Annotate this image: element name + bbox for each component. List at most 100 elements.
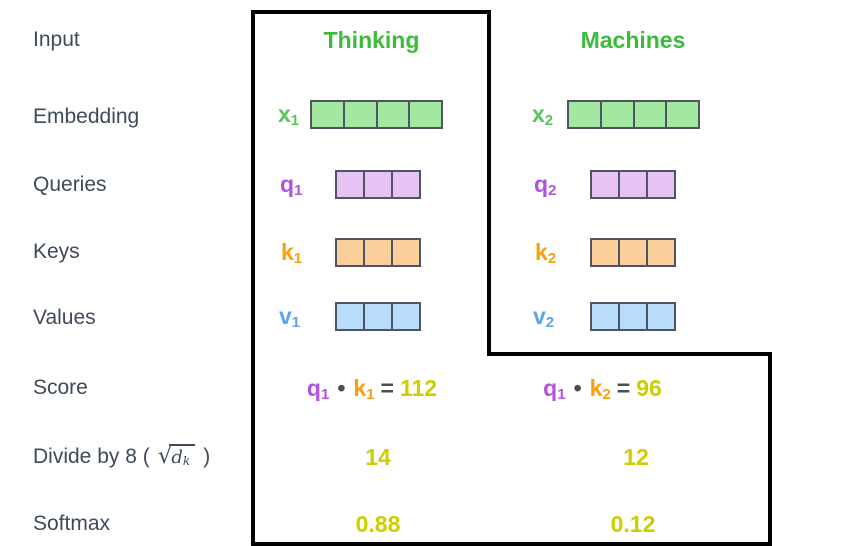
score1-q: q1	[306, 375, 330, 403]
score2-q-subscript: 1	[557, 386, 566, 403]
v2-base: v	[533, 303, 546, 329]
query-vector-q2	[590, 170, 676, 199]
sqrt-subscript-k: k	[182, 454, 191, 468]
score2-dot-operator: •	[573, 375, 582, 401]
score1-q-subscript: 1	[320, 386, 330, 403]
row-label-keys: Keys	[33, 240, 80, 263]
column-header-thinking: Thinking	[323, 27, 420, 53]
row-label-values: Values	[33, 306, 96, 329]
x1-subscript: 1	[290, 112, 300, 129]
k1-subscript: 1	[293, 250, 303, 267]
vector-label-x1: x1	[278, 100, 299, 132]
value-vector-v2	[590, 302, 676, 331]
score2-q: q1	[543, 375, 566, 403]
score1-k-subscript: 1	[366, 386, 375, 403]
q2-base: q	[534, 171, 549, 197]
vector-cell	[648, 304, 674, 329]
score1-equals-sign: =	[380, 375, 394, 401]
vector-cell	[648, 172, 674, 197]
score1-q-base: q	[306, 375, 321, 401]
score2-k-subscript: 2	[602, 386, 611, 403]
frame-right-lower-border	[768, 352, 772, 546]
vector-cell	[337, 240, 365, 265]
vector-cell	[377, 102, 411, 127]
row-label-softmax: Softmax	[33, 512, 111, 535]
score2-k: k2	[589, 375, 611, 403]
x2-base: x	[532, 101, 545, 127]
row-label-divide-by-8: Divide by 8 ( √dk)	[33, 443, 210, 470]
vector-label-q2: q2	[534, 170, 556, 202]
vector-cell	[337, 172, 365, 197]
key-vector-k2	[590, 238, 676, 267]
vector-cell	[620, 172, 648, 197]
v2-subscript: 2	[545, 314, 555, 331]
vector-cell	[667, 102, 698, 127]
vector-cell	[592, 240, 620, 265]
q1-subscript: 1	[294, 182, 303, 199]
row-label-input: Input	[33, 28, 80, 51]
vector-label-v2: v2	[533, 302, 554, 334]
vector-cell	[410, 102, 441, 127]
x1-base: x	[278, 101, 291, 127]
vector-label-v1: v1	[279, 302, 300, 334]
sqrt-radical-sign: √	[157, 443, 173, 469]
q2-subscript: 2	[548, 182, 557, 199]
key-vector-k1	[335, 238, 421, 267]
row-label-queries: Queries	[33, 173, 107, 196]
score1-k: k1	[353, 375, 375, 403]
x2-subscript: 2	[544, 112, 554, 129]
vector-label-x2: x2	[532, 100, 553, 132]
vector-cell	[648, 240, 674, 265]
vector-cell	[592, 304, 620, 329]
v1-base: v	[279, 303, 292, 329]
column-header-machines: Machines	[580, 27, 686, 53]
divide-label-prefix: Divide by 8 (	[33, 445, 150, 468]
k2-subscript: 2	[547, 250, 557, 267]
score-equation-thinking: q1•k1=112	[253, 374, 491, 406]
frame-bottom-border	[251, 542, 772, 546]
query-vector-q1	[335, 170, 421, 199]
score2-q-base: q	[543, 375, 558, 401]
softmax-value-machines: 0.12	[610, 511, 656, 537]
divide-label-suffix: )	[203, 445, 211, 468]
frame-step-border	[487, 352, 772, 356]
score1-k-base: k	[353, 375, 367, 401]
vector-label-k2: k2	[535, 238, 556, 270]
q1-base: q	[280, 171, 295, 197]
frame-top-border	[251, 10, 491, 14]
divide-value-machines: 12	[623, 444, 649, 470]
divide-value-thinking: 14	[365, 444, 391, 470]
score2-equals-sign: =	[616, 375, 631, 401]
k2-base: k	[535, 239, 548, 265]
vector-cell	[365, 172, 393, 197]
vector-cell	[312, 102, 345, 127]
row-label-score: Score	[33, 376, 88, 399]
embedding-vector-x1	[310, 100, 443, 129]
score1-dot-operator: •	[337, 375, 346, 401]
frame-left-border	[251, 10, 255, 546]
vector-cell	[620, 240, 648, 265]
vector-cell	[569, 102, 602, 127]
vector-label-q1: q1	[280, 170, 302, 202]
vector-cell	[592, 172, 620, 197]
vector-cell	[393, 304, 419, 329]
vector-cell	[634, 102, 668, 127]
sqrt-dk-expression: dk	[169, 444, 196, 470]
score2-value: 96	[636, 375, 662, 401]
vector-cell	[337, 304, 365, 329]
softmax-value-thinking: 0.88	[355, 511, 401, 537]
vector-cell	[601, 102, 635, 127]
value-vector-v1	[335, 302, 421, 331]
embedding-vector-x2	[567, 100, 700, 129]
score1-value: 112	[399, 375, 438, 401]
score-equation-machines: q1•k2=96	[492, 374, 713, 406]
vector-cell	[393, 172, 419, 197]
vector-cell	[344, 102, 378, 127]
score2-k-base: k	[589, 375, 603, 401]
vector-label-k1: k1	[281, 238, 302, 270]
k1-base: k	[281, 239, 294, 265]
frame-right-upper-border	[487, 10, 491, 356]
v1-subscript: 1	[291, 314, 301, 331]
vector-cell	[365, 304, 393, 329]
